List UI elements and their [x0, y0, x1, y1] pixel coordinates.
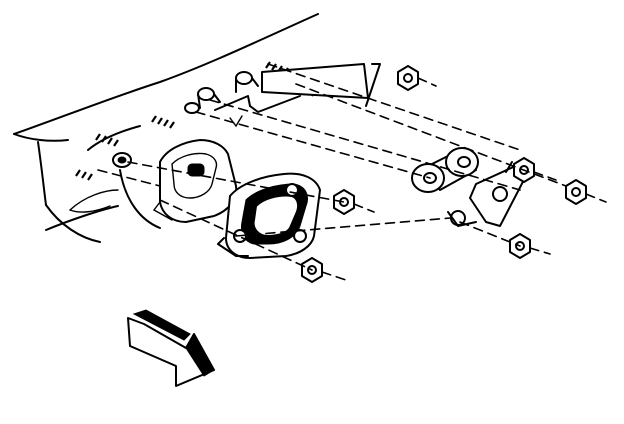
bracket-hole-top [285, 183, 299, 197]
stud-top-1 [265, 61, 295, 77]
rear-bracket [447, 161, 529, 227]
nuts [301, 65, 587, 283]
nut-top-right [397, 65, 419, 91]
washer-2 [445, 147, 479, 177]
vehicle-frame [13, 13, 319, 243]
bracket-hole-right [293, 229, 307, 243]
stud-left-2 [151, 115, 175, 129]
sleeve-1 [235, 71, 259, 93]
stud-left-1 [95, 133, 119, 147]
sleeve-2 [197, 87, 221, 109]
gasket-bracket [217, 172, 321, 259]
front-of-vehicle-arrow [127, 309, 215, 387]
mount-plate [152, 139, 238, 223]
spacer-tube-upper [261, 63, 381, 107]
alignment-lines [97, 63, 607, 281]
spacer-tubes [261, 63, 477, 191]
sleeves [112, 71, 259, 168]
stud-left-3 [75, 169, 93, 181]
sleeve-3 [184, 102, 200, 114]
plate-slot [187, 163, 205, 177]
sleeve-4 [112, 152, 132, 168]
nut-right-2 [565, 179, 587, 205]
